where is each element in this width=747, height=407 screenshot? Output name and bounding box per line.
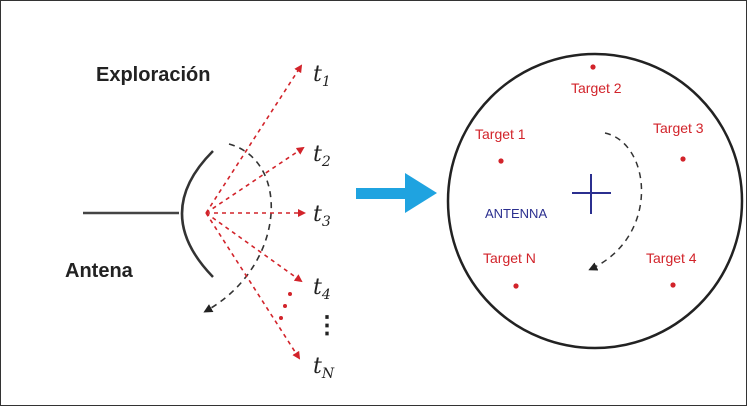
time-ellipsis: ⋮ (315, 312, 339, 339)
exploration-label: Exploración (96, 64, 210, 86)
target-2: Target 2 (571, 64, 622, 96)
rotation-arc (588, 132, 643, 271)
target-dot (498, 158, 504, 164)
transition-arrow (356, 173, 437, 213)
target-dot (513, 283, 519, 289)
target-label: Target 4 (646, 250, 697, 266)
target-4: Target 4 (646, 250, 697, 288)
sweep-arc (203, 143, 272, 313)
time-label-t3: t3 (313, 202, 331, 230)
antenna-label-left: Antena (65, 260, 134, 282)
beam-t1 (205, 64, 303, 214)
beam-tn (205, 212, 301, 360)
target-1: Target 1 (475, 126, 526, 164)
time-label-tn: tN (313, 354, 335, 382)
beam-t2 (205, 146, 305, 214)
antenna-dish (180, 150, 214, 278)
radar-scope-circle (446, 52, 744, 350)
beam-ellipsis-dots (279, 292, 292, 320)
target-dot (670, 282, 676, 288)
antenna-cross-icon (572, 174, 611, 214)
time-label-t4: t4 (313, 275, 331, 303)
target-label: Target 3 (653, 120, 704, 136)
target-label: Target 1 (475, 126, 526, 142)
time-label-t1: t1 (313, 62, 331, 90)
target-dot (590, 64, 596, 70)
target-n: Target N (483, 250, 536, 289)
target-label: Target 2 (571, 80, 622, 96)
beams (205, 64, 306, 360)
target-label: Target N (483, 250, 536, 266)
target-3: Target 3 (653, 120, 704, 162)
time-label-t2: t2 (313, 142, 331, 170)
beam-t4 (205, 212, 303, 283)
target-dot (680, 156, 686, 162)
antenna-label-right: ANTENNA (485, 206, 547, 221)
